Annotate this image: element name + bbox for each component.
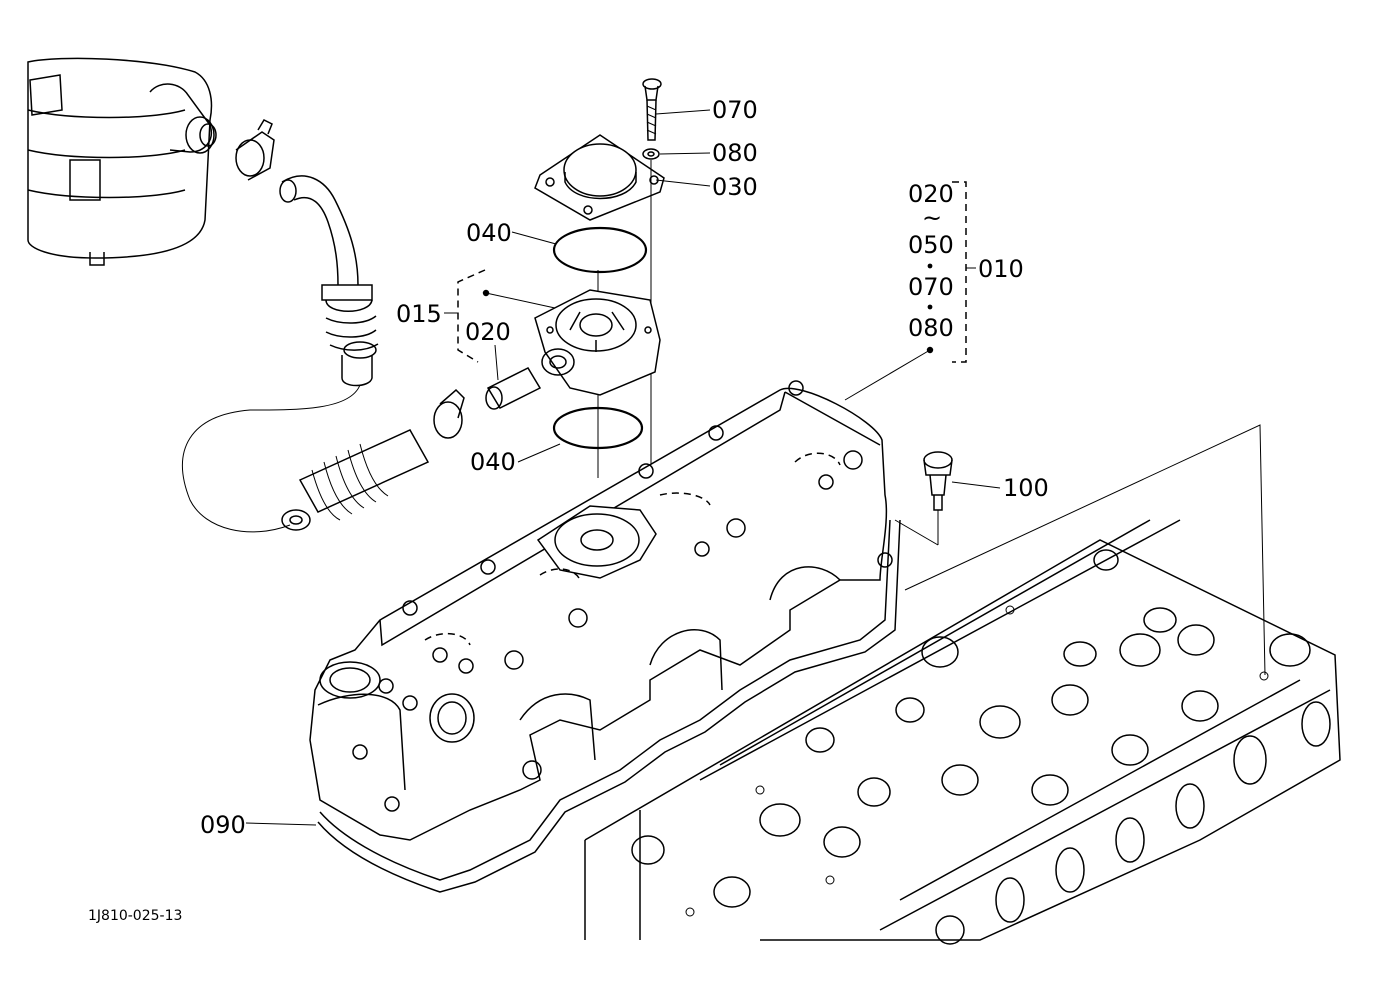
cylinder-head (584, 519, 1341, 945)
gasket-090 (319, 519, 891, 881)
leader-lines (245, 109, 1001, 826)
callout-015-housing: 015 (396, 300, 442, 328)
hose-clamp-lower (433, 388, 465, 439)
separator-housing-015 (534, 289, 661, 396)
kit-dot-015 (482, 289, 490, 297)
separator-spring (281, 429, 430, 531)
callout-030-cover: 030 (712, 173, 758, 201)
callout-040-lower-o-ring: 040 (470, 448, 516, 476)
o-ring-upper (552, 226, 648, 274)
hose-clamp-upper (235, 119, 275, 181)
callout-080-washer: 080 (712, 139, 758, 167)
washer-080 (642, 148, 660, 160)
kit-separator-dot-1 (927, 263, 933, 269)
pipe-020 (485, 367, 542, 410)
kit-label-080: 080 (908, 314, 954, 342)
kit-separator-dot-2 (927, 304, 933, 310)
bolt-070 (642, 78, 662, 141)
kit-label-070: 070 (908, 273, 954, 301)
callout-070-bolt: 070 (712, 96, 758, 124)
kit-dot-010 (926, 346, 934, 354)
cylinder-head-cover (309, 380, 901, 893)
breather-hose (279, 175, 379, 387)
bracket-015 (457, 269, 486, 363)
bracket-010 (952, 181, 967, 363)
callout-090-gasket: 090 (200, 811, 246, 839)
callout-040-upper-o-ring: 040 (466, 219, 512, 247)
callout-020-pipe: 020 (465, 318, 511, 346)
assembly-connector-loop (182, 384, 361, 533)
callout-100-bolt: 100 (1003, 474, 1049, 502)
callout-010-kit: 010 (978, 255, 1024, 283)
kit-label-tilde: ~ (922, 204, 942, 232)
kit-label-050: 050 (908, 231, 954, 259)
head-reference-line (904, 424, 1266, 676)
drawing-number: 1J810-025-13 (88, 908, 182, 924)
air-cleaner-body (27, 57, 217, 266)
kit-label-020: 020 (908, 180, 954, 208)
cover-030 (534, 134, 665, 221)
bolt-100 (894, 451, 953, 546)
